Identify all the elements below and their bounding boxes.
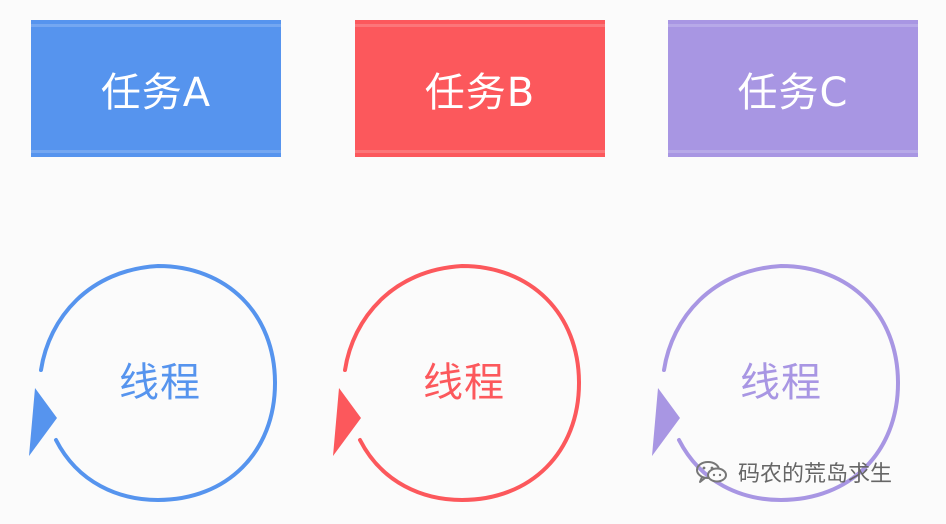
thread-a-cycle-icon [29,263,278,503]
task-box-c: 任务C [668,20,918,157]
wechat-icon [696,461,727,483]
arrow-head-b [333,388,361,456]
circle-stroke-b [343,263,582,503]
watermark-text: 码农的荒岛求生 [738,462,893,487]
circle-stroke-c [662,263,901,503]
thread-c-cycle-icon [652,263,901,503]
task-box-a: 任务A [31,20,281,157]
thread-label-c: 线程 [740,360,822,406]
task-label-c: 任务C [737,69,849,116]
circle-stroke-a [39,263,278,503]
task-label-b: 任务B [424,69,536,116]
thread-label-b: 线程 [423,360,505,406]
task-box-b: 任务B [355,20,605,157]
thread-label-a: 线程 [119,360,201,406]
task-label-a: 任务A [100,69,212,116]
thread-b-cycle-icon [333,263,582,503]
arrow-head-a [29,388,57,456]
arrow-head-c [652,388,680,456]
watermark: 码农的荒岛求生 [694,455,924,489]
